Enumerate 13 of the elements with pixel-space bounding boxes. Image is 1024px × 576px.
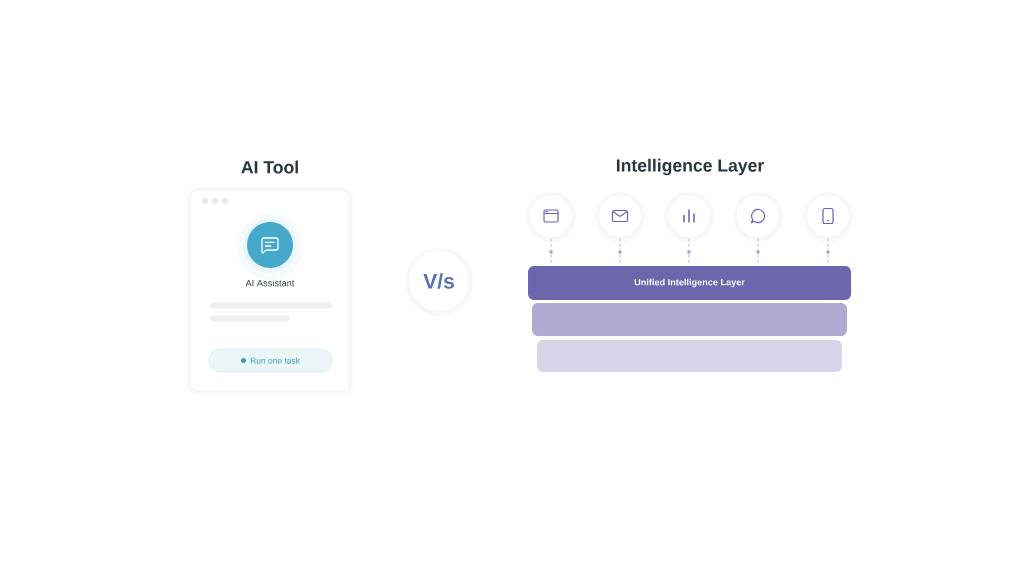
card-label: AI Assistant: [245, 279, 295, 287]
layer-bar: [532, 303, 848, 337]
heading: AI Tool: [241, 160, 298, 174]
task-pill: Run one task: [208, 348, 333, 373]
connector-line: [618, 238, 622, 266]
heading: Intelligence Layer: [616, 158, 764, 176]
connector-line: [826, 238, 830, 266]
layer-bar: [537, 340, 843, 372]
connector-line: [549, 238, 553, 266]
connector-line: [687, 238, 691, 266]
layer-bar: Unified Intelligence Layer: [528, 266, 852, 300]
connector-line: [756, 238, 760, 266]
vs-badge: V/s: [405, 248, 473, 316]
